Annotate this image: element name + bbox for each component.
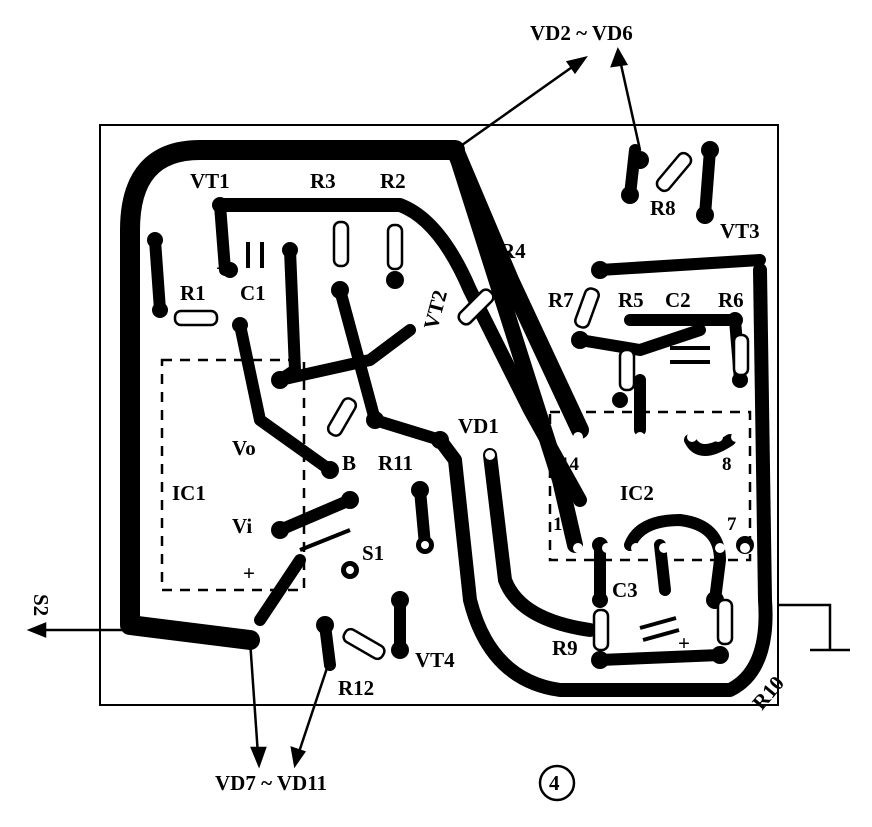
- r12-body: [342, 627, 386, 661]
- label-vd2-vd6: VD2 ~ VD6: [530, 21, 633, 45]
- trace-r1-b: [234, 319, 336, 476]
- label-ic2-pin7: 7: [727, 514, 737, 535]
- trace-r11: [414, 484, 431, 551]
- label-r5: R5: [618, 288, 644, 312]
- trace-cross: [274, 324, 416, 386]
- label-c1: C1: [240, 281, 266, 305]
- label-ic2-pin1: 1: [553, 514, 563, 535]
- r2-body: [386, 223, 404, 271]
- label-vt2: VT2: [419, 288, 452, 333]
- r3-body: [332, 220, 350, 268]
- label-s2: S2: [29, 594, 53, 616]
- ic1-outline: [160, 358, 306, 592]
- label-ic2: IC2: [620, 481, 654, 505]
- label-vt4: VT4: [415, 648, 455, 672]
- trace-ic2-top: [684, 434, 736, 456]
- label-c3-plus: +: [678, 631, 690, 655]
- trace-to-ic2: [447, 142, 583, 553]
- r11-body: [326, 397, 358, 437]
- label-ic2-pin14: 14: [560, 454, 580, 475]
- labels: VD2 ~ VD6 VD7 ~ VD11 S2 4 VT1 R3 R2 R4 R…: [29, 21, 789, 795]
- external-arrows: [26, 47, 850, 769]
- ic2-outline: [548, 410, 752, 562]
- label-r3: R3: [310, 169, 336, 193]
- label-ic2-pin8: 8: [722, 454, 732, 475]
- label-r2: R2: [380, 169, 406, 193]
- label-r7: R7: [548, 288, 574, 312]
- figure-number-circle: [538, 764, 576, 802]
- label-c1-plus: +: [216, 256, 228, 280]
- trace-vt3: [594, 254, 766, 276]
- label-vd7-vd11: VD7 ~ VD11: [215, 771, 327, 795]
- r6-body: [732, 333, 750, 377]
- trace-r9-r10: [594, 649, 726, 666]
- trace-vd1-r9: [483, 448, 597, 637]
- label-c2-plus: +: [670, 326, 682, 350]
- trace-bottom-loop: [433, 263, 773, 697]
- label-r12: R12: [338, 676, 374, 700]
- r5-body: [618, 348, 636, 392]
- trace-plus: [254, 554, 306, 626]
- pad-holes: [346, 432, 750, 574]
- label-vt3: VT3: [720, 219, 760, 243]
- trace-r3-r2: [213, 198, 587, 507]
- label-ic1-vo: Vo: [232, 436, 256, 460]
- label-c3: C3: [612, 578, 638, 602]
- r1-body: [173, 309, 219, 327]
- r8-body: [655, 151, 693, 193]
- r10-body: [716, 598, 734, 646]
- board-outline: [99, 124, 779, 706]
- resistor-bodies: [173, 151, 750, 661]
- label-r1: R1: [180, 281, 206, 305]
- label-r6: R6: [718, 288, 744, 312]
- label-ic1-b: B: [342, 451, 356, 475]
- label-ic1-vi: Vi: [232, 514, 252, 538]
- trace-ic2-mid: [654, 539, 671, 596]
- label-ic1-plus: +: [243, 561, 255, 585]
- label-r11: R11: [378, 451, 413, 475]
- r9-body: [592, 608, 610, 652]
- label-r4: R4: [500, 239, 526, 263]
- label-ic1: IC1: [172, 481, 206, 505]
- s1-switch-lever: [299, 528, 351, 552]
- label-vt1: VT1: [190, 169, 230, 193]
- label-r9: R9: [552, 636, 578, 660]
- label-vd1: VD1: [458, 414, 499, 438]
- trace-r7-r6: [574, 324, 706, 356]
- label-c2: C2: [665, 288, 691, 312]
- trace-vi: [274, 494, 356, 536]
- capacitor-plates: [246, 242, 710, 642]
- r7-body: [574, 287, 600, 329]
- r4-body: [457, 288, 495, 326]
- trace-c1: [214, 199, 231, 276]
- copper-traces: [120, 140, 773, 697]
- label-figure-number: 4: [549, 771, 560, 795]
- label-s1: S1: [362, 541, 384, 565]
- label-r8: R8: [650, 196, 676, 220]
- trace-r1-left: [149, 234, 166, 316]
- trace-c1-right: [274, 244, 301, 386]
